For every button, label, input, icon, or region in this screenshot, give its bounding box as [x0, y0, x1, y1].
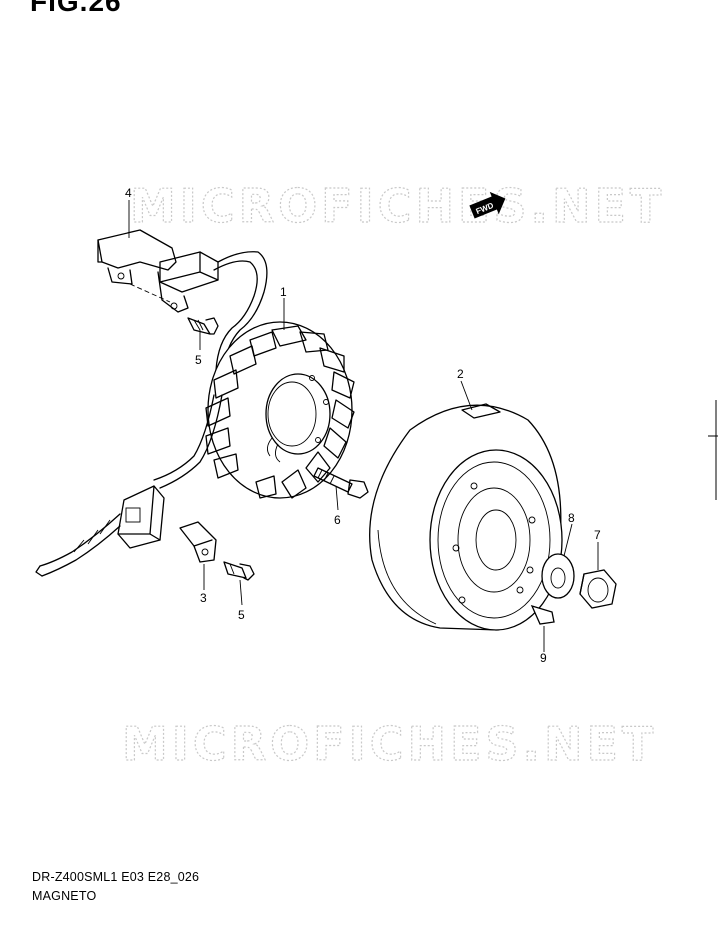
fwd-arrow-icon: FWD [469, 191, 506, 219]
part-9-key [530, 604, 555, 625]
part-8-washer [541, 553, 575, 599]
callout-7: 7 [594, 528, 601, 542]
callout-2: 2 [457, 367, 464, 381]
part-3-plate [179, 521, 217, 563]
figure-title: FIG.26 [30, 0, 122, 17]
callout-9: 9 [540, 651, 547, 665]
part-5-bolt-lower [223, 561, 255, 581]
harness-upper [159, 251, 268, 396]
part-2-rotor [369, 403, 563, 631]
part-5-bolt-upper [187, 317, 219, 335]
callout-1: 1 [280, 285, 287, 299]
part-7-nut [579, 569, 617, 609]
section-name: MAGNETO [32, 889, 97, 903]
callout-6: 6 [334, 513, 341, 527]
callout-leaders [128, 200, 599, 652]
part-4-bracket [97, 229, 189, 313]
callout-8: 8 [568, 511, 575, 525]
callout-3: 3 [200, 591, 207, 605]
watermark-top: MICROFICHES.NET [130, 179, 665, 233]
harness-lower [35, 394, 223, 577]
part-1-stator [205, 321, 355, 499]
callout-4: 4 [125, 186, 132, 200]
callout-5-lower: 5 [238, 608, 245, 622]
watermark-bottom: MICROFICHES.NET [122, 717, 657, 771]
callout-5-upper: 5 [195, 353, 202, 367]
model-code: DR-Z400SML1 E03 E28_026 [32, 870, 200, 884]
part-6-bolt [313, 467, 369, 499]
